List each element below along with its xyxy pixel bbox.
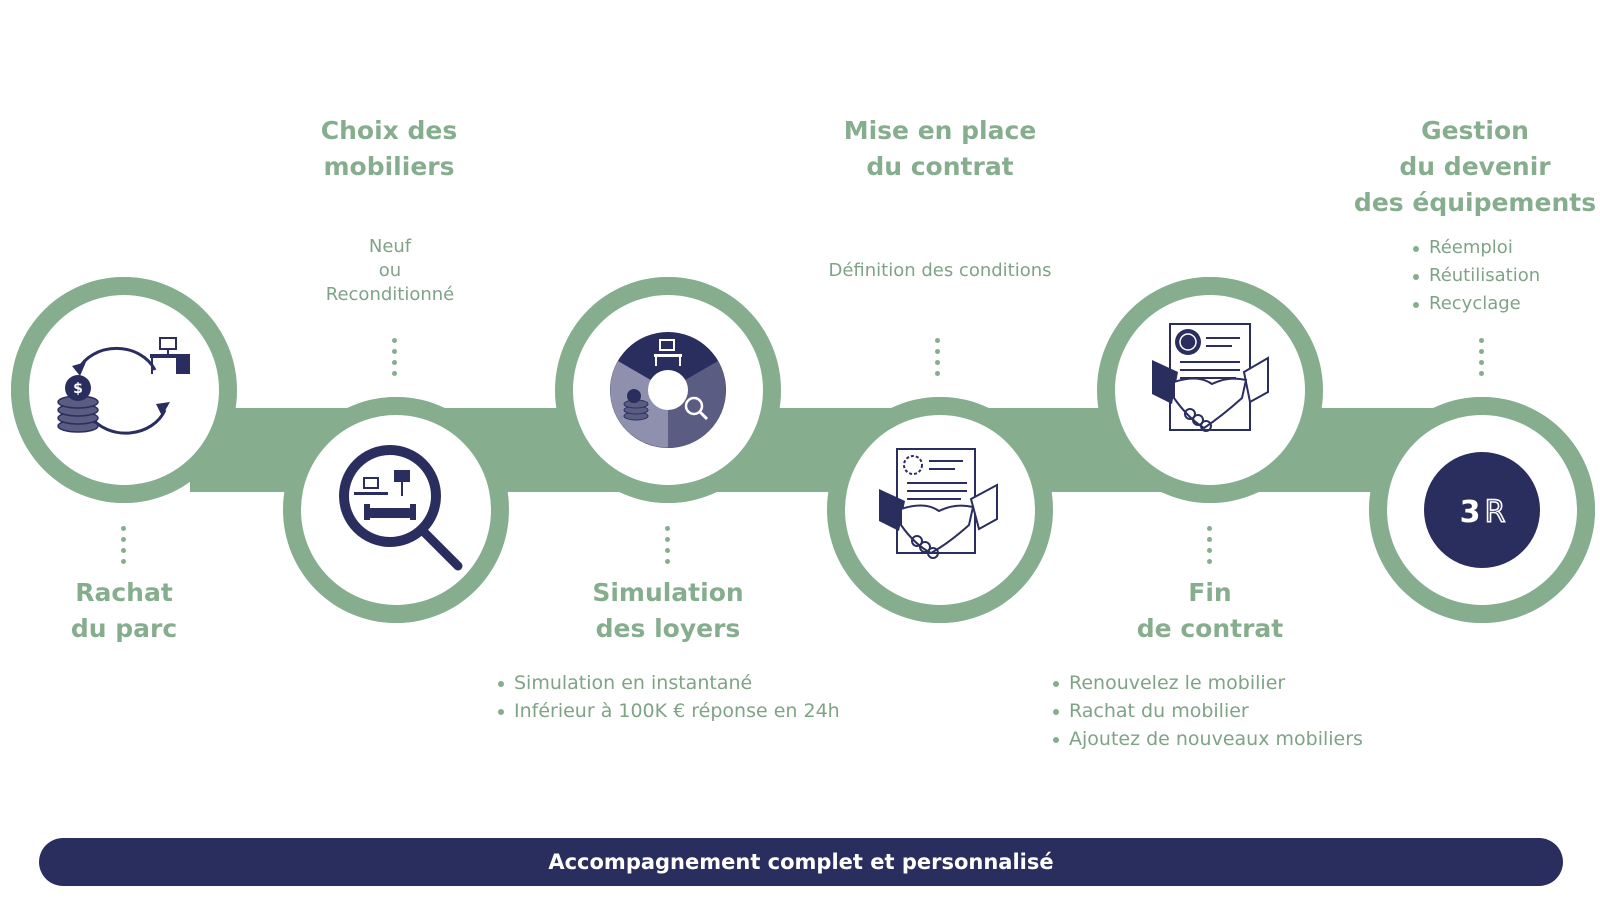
list-item: Renouvelez le mobilier [1053,669,1363,697]
connector-dots [1479,338,1485,382]
three-r-badge-icon: 3 R [1424,452,1540,568]
step-4-subtitle: Définition des conditions [828,260,1052,281]
buyback-cycle-icon: $ [57,337,190,435]
step-5-bullets: Renouvelez le mobilier Rachat du mobilie… [1053,669,1363,753]
furniture-search-icon [339,445,463,571]
list-item: Réutilisation [1413,262,1540,290]
contract-end-handshake-icon [1152,323,1269,432]
list-item: Inférieur à 100K € réponse en 24h [498,697,840,725]
svg-text:$: $ [73,381,83,397]
step-3-bullets: Simulation en instantané Inférieur à 100… [498,669,840,725]
list-item: Réemploi [1413,234,1540,262]
connector-dots [665,526,671,570]
badge-letter: R [1485,495,1506,530]
connector-dots [121,526,127,570]
connector-dots [1207,526,1213,570]
rent-simulation-icon [610,332,726,448]
contract-handshake-icon [879,448,998,559]
support-banner: Accompagnement complet et personnalisé [39,838,1563,886]
list-item: Ajoutez de nouveaux mobiliers [1053,725,1363,753]
step-6-bullets: Réemploi Réutilisation Recyclage [1413,234,1540,318]
list-item: Simulation en instantané [498,669,840,697]
connector-dots [935,338,941,382]
list-item: Recyclage [1413,290,1540,318]
connector-dots [392,338,398,382]
list-item: Rachat du mobilier [1053,697,1363,725]
badge-digit: 3 [1460,495,1481,530]
